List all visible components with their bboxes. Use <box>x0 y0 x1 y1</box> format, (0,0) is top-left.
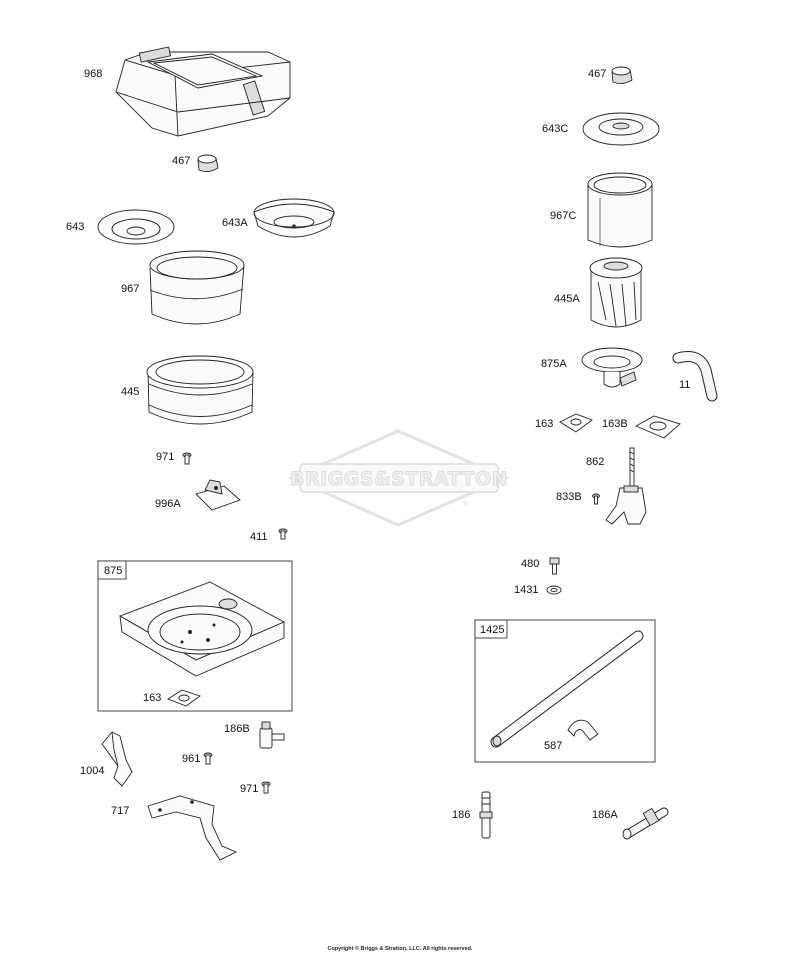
part-1431-washer <box>546 585 562 595</box>
label-186B: 186B <box>224 723 250 735</box>
part-967C-precleaner <box>587 172 653 248</box>
part-163-gasket-left <box>167 689 201 707</box>
part-186-fitting <box>479 791 493 839</box>
label-961: 961 <box>182 753 200 765</box>
part-186B-fitting <box>259 721 285 749</box>
part-1425-tube <box>490 630 644 748</box>
label-480: 480 <box>521 558 539 570</box>
label-862: 862 <box>586 456 604 468</box>
part-587-clamp <box>567 719 599 741</box>
part-971-screw-lower <box>261 781 271 794</box>
label-643A: 643A <box>222 217 248 229</box>
part-445-filter <box>146 355 254 425</box>
label-11: 11 <box>679 379 690 391</box>
part-467-knob <box>197 154 219 173</box>
label-467-right: 467 <box>588 68 606 80</box>
label-1004: 1004 <box>80 765 104 777</box>
watermark-text: BRIGGS&STRATTON <box>290 468 508 490</box>
group-box-1425 <box>474 619 656 763</box>
part-875A-adapter <box>581 347 643 388</box>
label-163-left: 163 <box>143 692 161 704</box>
part-862-stud <box>629 447 635 489</box>
group-box-875 <box>97 560 293 712</box>
label-1431: 1431 <box>514 584 538 596</box>
label-1425: 1425 <box>480 624 504 636</box>
part-833B-screw <box>592 493 600 505</box>
label-643C: 643C <box>542 123 568 135</box>
label-163-right: 163 <box>535 418 553 430</box>
registered-mark: ® <box>462 500 469 508</box>
label-971-lower: 971 <box>240 783 258 795</box>
copyright-notice: Copyright © Briggs & Stratton, LLC. All … <box>327 946 473 952</box>
part-467-knob-right <box>611 66 633 85</box>
label-186: 186 <box>452 809 470 821</box>
label-967C: 967C <box>550 210 576 222</box>
part-833B-bracket <box>605 485 647 525</box>
part-996A-bracket <box>195 479 241 511</box>
part-163-gasket-right <box>559 413 593 433</box>
part-163B-gasket <box>634 415 681 439</box>
label-996A: 996A <box>155 498 181 510</box>
part-445A-filter <box>589 257 643 328</box>
label-163B: 163B <box>602 418 628 430</box>
part-643C-plate <box>582 112 660 146</box>
part-186A-fitting <box>622 807 669 840</box>
briggs-stratton-watermark: BRIGGS&STRATTON ® <box>288 429 510 527</box>
label-875: 875 <box>104 565 122 577</box>
part-968-cover <box>115 46 291 137</box>
label-971-upper: 971 <box>156 451 174 463</box>
label-875A: 875A <box>541 358 567 370</box>
label-833B: 833B <box>556 491 582 503</box>
part-717-bracket <box>147 795 238 861</box>
part-643-plate <box>97 209 175 245</box>
part-1004-shield <box>101 731 133 787</box>
label-717: 717 <box>111 805 129 817</box>
label-445A: 445A <box>554 293 580 305</box>
group-box-1425-tag <box>474 619 508 639</box>
part-480-bolt <box>549 557 560 575</box>
label-411: 411 <box>250 531 268 543</box>
label-186A: 186A <box>592 809 618 821</box>
part-11-hose <box>672 351 718 402</box>
group-box-875-tag <box>97 560 127 580</box>
label-587: 587 <box>544 740 562 752</box>
part-971-screw-upper <box>182 452 192 465</box>
label-968: 968 <box>84 68 102 80</box>
part-875-base <box>118 581 286 677</box>
part-411-screw <box>278 528 288 540</box>
label-643: 643 <box>66 221 84 233</box>
label-967: 967 <box>121 283 139 295</box>
part-961-screw <box>203 752 213 765</box>
part-643A-pan <box>253 198 335 238</box>
label-467-left: 467 <box>172 155 190 167</box>
part-967-precleaner <box>149 250 245 325</box>
label-445: 445 <box>121 386 139 398</box>
